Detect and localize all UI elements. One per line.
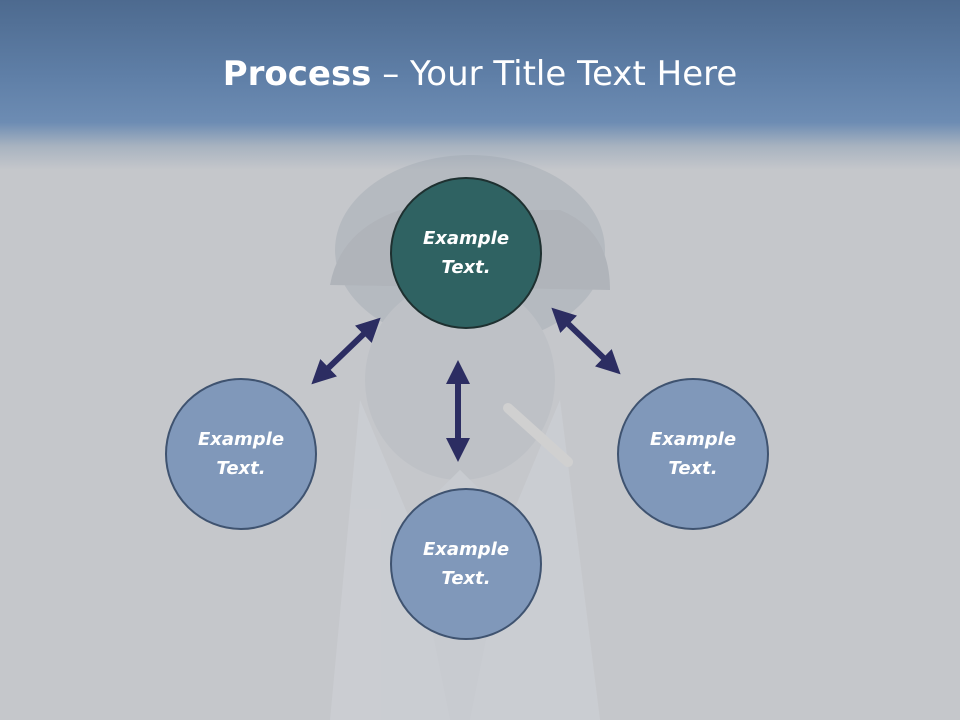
node-right: Example Text. xyxy=(617,378,769,530)
node-left: Example Text. xyxy=(165,378,317,530)
arrow-right xyxy=(551,307,621,375)
node-left-label: Example Text. xyxy=(197,429,285,479)
title-rest: – Your Title Text Here xyxy=(371,54,738,94)
arrow-left xyxy=(311,317,381,385)
node-top: Example Text. xyxy=(390,177,542,329)
node-bottom-label: Example Text. xyxy=(422,539,510,589)
header-band xyxy=(0,0,960,170)
slide-title: Process – Your Title Text Here xyxy=(0,52,960,96)
node-right-label: Example Text. xyxy=(649,429,737,479)
node-bottom: Example Text. xyxy=(390,488,542,640)
title-bold: Process xyxy=(222,54,372,94)
node-top-label: Example Text. xyxy=(422,228,510,278)
